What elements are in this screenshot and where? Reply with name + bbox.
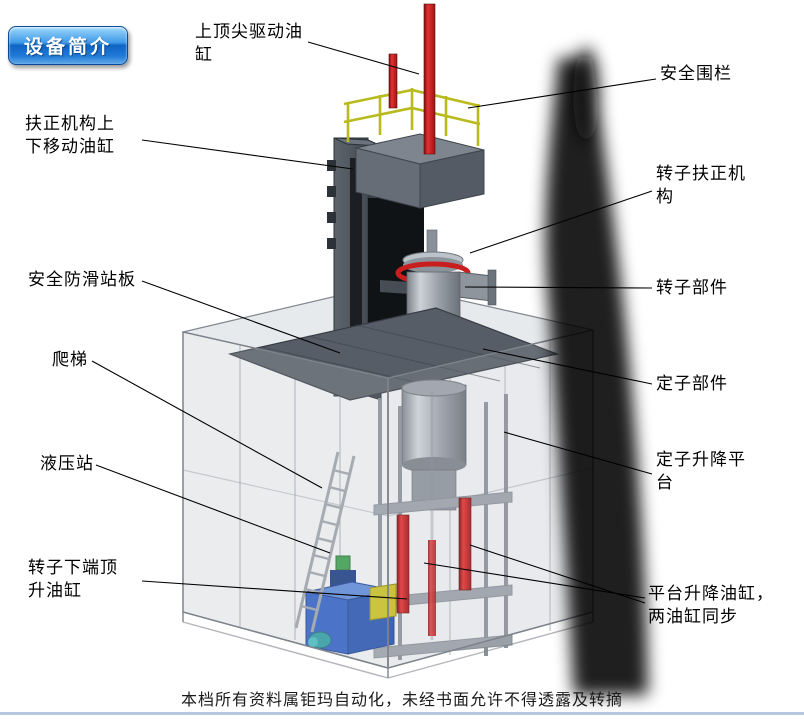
bottom-divider (0, 712, 804, 715)
callout-stator-lift-platform: 定子升降平 台 (656, 450, 746, 493)
callout-centering-lift-cylinder: 扶正机构上 下移动油缸 (25, 114, 115, 157)
callout-rotor-bottom-jack-cylinder: 转子下端顶 升油缸 (28, 558, 118, 601)
callout-stator-component: 定子部件 (656, 374, 728, 393)
callout-top-drive-cylinder: 上顶尖驱动油 缸 (195, 22, 303, 65)
safety-fence-railing (343, 88, 481, 146)
top-drive-cylinder-rods (388, 3, 436, 155)
callout-antislip-platform: 安全防滑站板 (28, 270, 136, 289)
callout-rotor-component: 转子部件 (656, 278, 728, 297)
callout-safety-fence: 安全围栏 (660, 64, 732, 83)
copyright-notice: 本档所有资料属钜玛自动化，未经书面允许不得透露及转摘 (180, 692, 623, 709)
callout-rotor-centering-mechanism: 转子扶正机 构 (656, 164, 746, 207)
callout-hydraulic-station: 液压站 (40, 454, 94, 473)
callout-ladder: 爬梯 (52, 350, 88, 369)
enclosure-front (182, 329, 594, 679)
centering-bracket (457, 271, 493, 302)
device-intro-badge: 设备简介 (8, 26, 129, 65)
callout-platform-lift-cylinders: 平台升降油缸， 两油缸同步 (648, 584, 774, 627)
head-box (355, 133, 485, 209)
